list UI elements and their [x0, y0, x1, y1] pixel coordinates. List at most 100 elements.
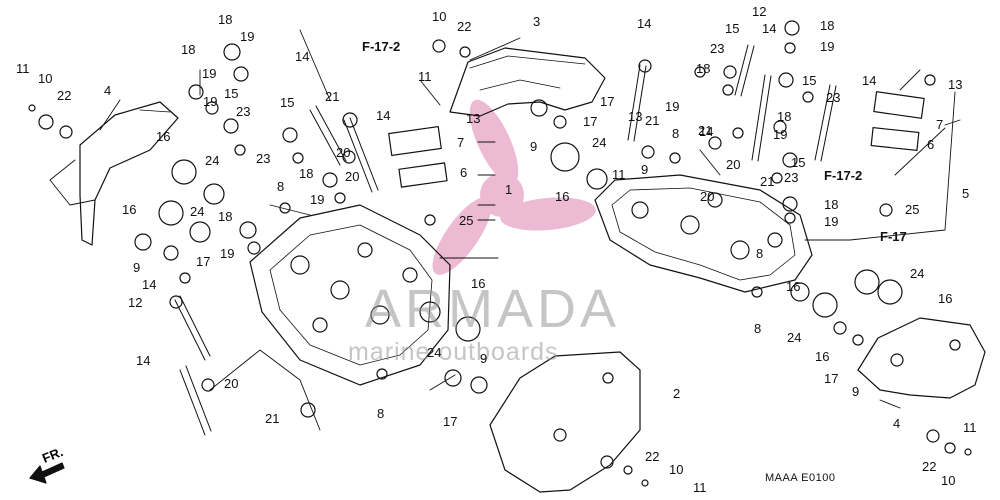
callout-13: 13 — [948, 77, 963, 92]
callout-21: 21 — [325, 89, 340, 104]
gaskets — [388, 91, 925, 188]
ref-f17-2-right[interactable]: F-17-2 — [824, 168, 863, 183]
callout-23: 23 — [784, 170, 799, 185]
callout-11: 11 — [963, 420, 977, 435]
callout-14: 14 — [142, 277, 157, 292]
callout-16: 16 — [156, 129, 171, 144]
callout-14: 14 — [862, 73, 877, 88]
callout-10: 10 — [432, 9, 447, 24]
callout-15: 15 — [224, 86, 239, 101]
callout-16: 16 — [786, 279, 801, 294]
callout-9: 9 — [480, 351, 488, 366]
callout-18: 18 — [181, 42, 196, 57]
right-valve-cover — [489, 351, 641, 493]
small-fittings — [28, 20, 972, 487]
callout-16: 16 — [122, 202, 137, 217]
callout-16: 16 — [555, 189, 570, 204]
callout-14: 14 — [762, 21, 777, 36]
callout-23: 23 — [256, 151, 271, 166]
callout-8: 8 — [756, 246, 764, 261]
callout-19: 19 — [310, 192, 325, 207]
callout-20: 20 — [726, 157, 741, 172]
watermark-brand: ARMADA — [365, 279, 621, 339]
callout-19: 19 — [203, 94, 218, 109]
callout-19: 19 — [665, 99, 680, 114]
watermark-tagline: marine outboards — [348, 338, 559, 366]
callout-13: 13 — [466, 111, 481, 126]
callout-24: 24 — [592, 135, 607, 150]
callout-9: 9 — [133, 260, 141, 275]
callout-21: 21 — [760, 174, 775, 189]
callout-8: 8 — [377, 406, 385, 421]
callout-9: 9 — [641, 162, 649, 177]
callout-18: 18 — [777, 109, 792, 124]
callout-15: 15 — [791, 155, 806, 170]
catalog-code: MAAA E0100 — [765, 472, 836, 484]
callout-20: 20 — [345, 169, 360, 184]
callout-19: 19 — [220, 246, 235, 261]
callout-11: 11 — [693, 480, 707, 495]
callout-14: 14 — [637, 16, 652, 31]
callout-8: 8 — [754, 321, 762, 336]
callout-14: 14 — [295, 49, 310, 64]
long-bolts — [174, 44, 837, 436]
callout-19: 19 — [820, 39, 835, 54]
callout-24: 24 — [190, 204, 205, 219]
callout-14: 14 — [699, 124, 714, 139]
callout-8: 8 — [277, 179, 285, 194]
callout-6: 6 — [460, 165, 468, 180]
callout-6: 6 — [927, 137, 935, 152]
callout-9: 9 — [530, 139, 538, 154]
callout-17: 17 — [824, 371, 839, 386]
callout-22: 22 — [922, 459, 937, 474]
callout-20: 20 — [700, 189, 715, 204]
callout-18: 18 — [299, 166, 314, 181]
callout-19: 19 — [824, 214, 839, 229]
callout-23: 23 — [826, 90, 841, 105]
callout-10: 10 — [38, 71, 53, 86]
callout-19: 19 — [202, 66, 217, 81]
callout-18: 18 — [820, 18, 835, 33]
callout-17: 17 — [196, 254, 211, 269]
right-side-cover — [857, 317, 986, 399]
left-side-cover — [79, 101, 179, 246]
callout-16: 16 — [815, 349, 830, 364]
callout-21: 21 — [645, 113, 660, 128]
callout-21: 21 — [265, 411, 280, 426]
callout-24: 24 — [787, 330, 802, 345]
callout-3: 3 — [533, 14, 541, 29]
callout-17: 17 — [583, 114, 598, 129]
callout-16: 16 — [471, 276, 486, 291]
callout-20: 20 — [336, 145, 351, 160]
callout-2: 2 — [673, 386, 681, 401]
left-valve-cover — [449, 47, 606, 117]
callout-21: 21 — [698, 123, 713, 138]
right-cylinder-head — [594, 174, 813, 293]
callout-18: 18 — [218, 12, 233, 27]
callout-1: 1 — [505, 182, 513, 197]
callout-11: 11 — [612, 167, 626, 182]
callout-22: 22 — [457, 19, 472, 34]
callout-10: 10 — [669, 462, 684, 477]
ref-f17-2-left[interactable]: F-17-2 — [362, 39, 401, 54]
callout-24: 24 — [427, 345, 442, 360]
callout-14: 14 — [136, 353, 151, 368]
callout-15: 15 — [280, 95, 295, 110]
callout-16: 16 — [938, 291, 953, 306]
callout-7: 7 — [936, 117, 944, 132]
callout-18: 18 — [824, 197, 839, 212]
callout-7: 7 — [457, 135, 465, 150]
callout-13: 13 — [628, 109, 643, 124]
callout-14: 14 — [376, 108, 391, 123]
callout-24: 24 — [910, 266, 925, 281]
callout-11: 11 — [16, 61, 30, 76]
callout-19: 19 — [773, 127, 788, 142]
callout-19: 19 — [240, 29, 255, 44]
callout-4: 4 — [104, 83, 112, 98]
callout-22: 22 — [645, 449, 660, 464]
callout-12: 12 — [128, 295, 143, 310]
ref-f17[interactable]: F-17 — [880, 229, 907, 244]
callout-18: 18 — [218, 209, 233, 224]
